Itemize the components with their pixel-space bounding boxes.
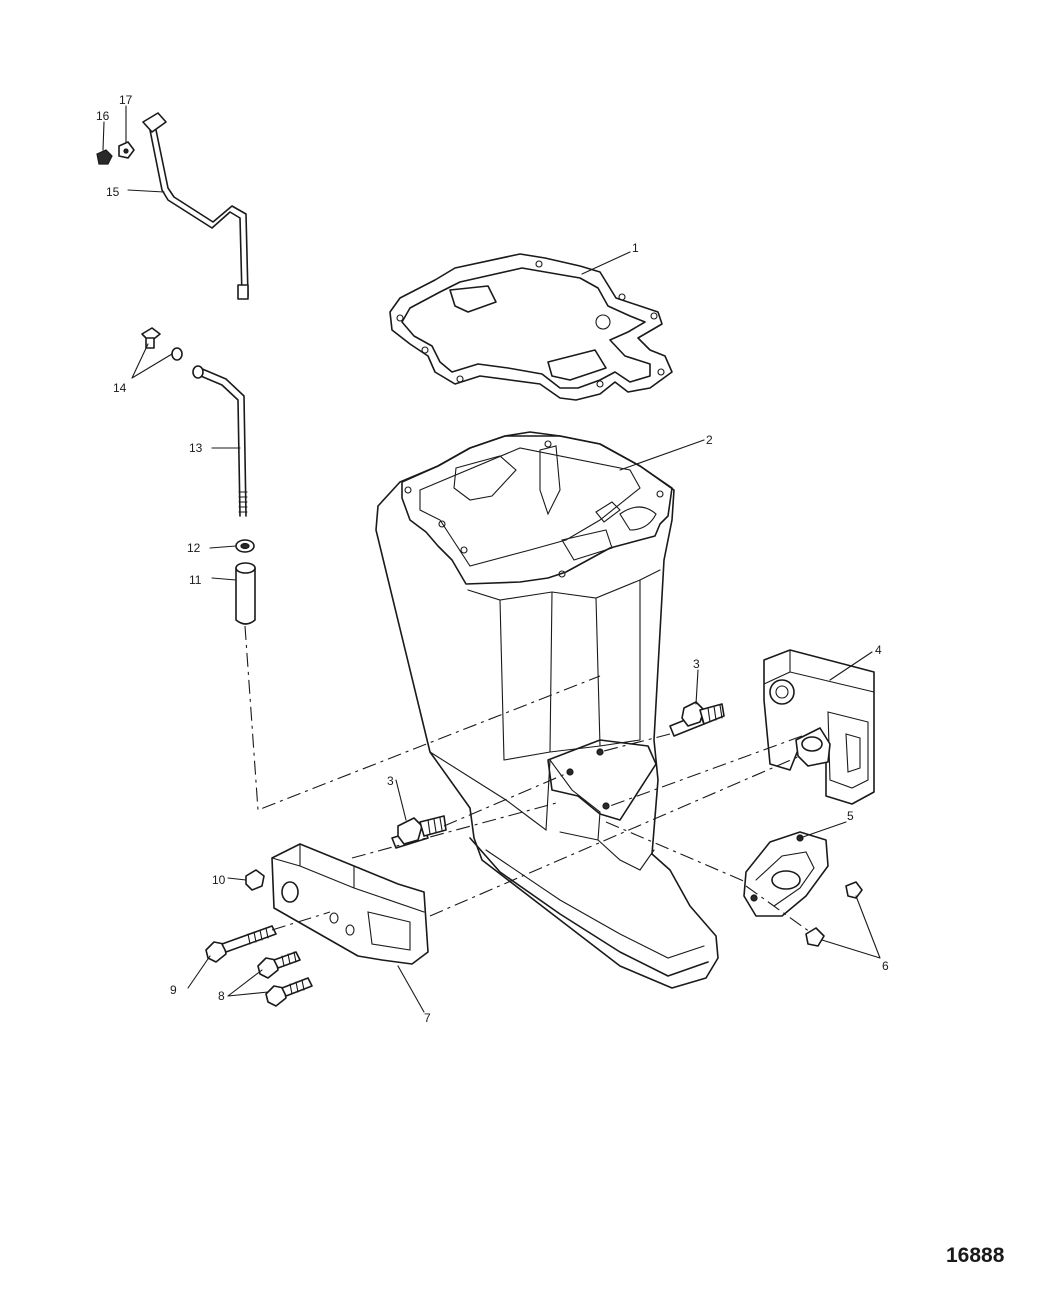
part-14-screw xyxy=(141,327,183,361)
callout-8: 8 xyxy=(218,989,225,1003)
callout-10: 10 xyxy=(212,873,226,887)
part-6-screw-a xyxy=(845,881,863,899)
part-5-lower-mount xyxy=(743,831,829,917)
assembly-center-lines xyxy=(244,625,811,933)
callout-7: 7 xyxy=(424,1011,431,1025)
callout-4: 4 xyxy=(875,643,882,657)
part-11-sleeve xyxy=(235,562,256,625)
callout-6: 6 xyxy=(882,959,889,973)
callout-16: 16 xyxy=(96,109,110,123)
part-17-washer xyxy=(118,141,135,159)
part-8-bolt-lower xyxy=(265,977,313,1007)
part-6-screw-b xyxy=(805,927,825,947)
part-8-bolt-upper xyxy=(257,951,301,979)
part-12-grommet xyxy=(235,539,255,553)
part-16-nut xyxy=(96,149,113,165)
leader-lines xyxy=(102,105,881,1013)
part-3-stud-lower xyxy=(391,815,447,849)
part-15-rod xyxy=(142,112,249,300)
callout-14: 14 xyxy=(113,381,127,395)
part-2-driveshaft-housing xyxy=(375,431,719,989)
callout-5: 5 xyxy=(847,809,854,823)
callout-11: 11 xyxy=(189,573,202,587)
part-3-stud-upper xyxy=(669,701,725,737)
callout-12: 12 xyxy=(187,541,201,555)
callout-15: 15 xyxy=(106,185,120,199)
callout-1: 1 xyxy=(632,241,639,255)
part-9-bolt xyxy=(205,925,277,963)
callout-13: 13 xyxy=(189,441,203,455)
part-1-gasket xyxy=(389,253,673,401)
callout-9: 9 xyxy=(170,983,177,997)
callout-labels: 1 2 3 3 4 5 6 7 8 9 10 11 12 13 14 15 16… xyxy=(96,93,889,1025)
figure-number: 16888 xyxy=(946,1244,1005,1267)
callout-3-upper: 3 xyxy=(693,657,700,671)
part-7-lower-bracket xyxy=(271,843,429,965)
callout-17: 17 xyxy=(119,93,133,107)
callout-2: 2 xyxy=(706,433,713,447)
part-10-nut xyxy=(245,869,265,891)
part-13-rod xyxy=(192,365,248,517)
part-4-mount-bracket xyxy=(763,649,875,805)
callout-3-lower: 3 xyxy=(387,774,394,788)
